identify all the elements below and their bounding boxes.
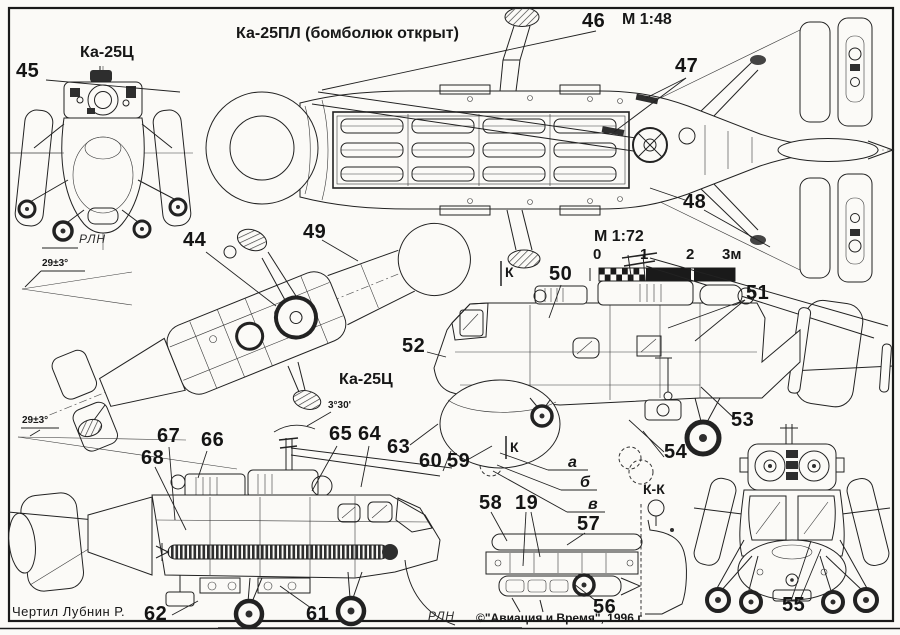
front-view-title: Ка-25Ц — [80, 44, 134, 61]
rln-note-front: РЛН — [79, 232, 107, 246]
ghost-position-a-label: а — [568, 454, 577, 471]
blade-fold-angle-bottom-label: 29±3° — [22, 415, 49, 426]
section-k-lower-label: К — [510, 439, 519, 455]
scale-1-72-label: М 1:72 — [594, 228, 644, 245]
leader-lines — [21, 30, 822, 616]
scale-bar — [589, 267, 736, 282]
ghost-position-b-label: б — [580, 474, 590, 491]
section-kk-drawing — [640, 499, 687, 616]
scale-tick-2: 2 — [686, 246, 695, 263]
rotor-tilt-angle-label: 3°30' — [328, 400, 352, 411]
side-view-drawing — [433, 252, 894, 485]
section-k-upper-label: К — [505, 264, 514, 280]
rear-view-drawing — [693, 424, 891, 614]
inclined-view-drawing — [17, 222, 471, 470]
copyright-line: ©"Авиация и Время", 1996 г. — [476, 611, 645, 625]
plan-view-title: Ка-25ПЛ (бомболюк открыт) — [236, 25, 459, 42]
rln-note-bottom: РЛН — [428, 609, 456, 623]
scale-1-48-label: М 1:48 — [622, 11, 672, 28]
front-view-drawing — [10, 66, 193, 250]
scale-tick-1: 1 — [640, 246, 649, 263]
lower-side-view-drawing — [7, 437, 522, 630]
scale-tick-0: 0 — [593, 246, 602, 263]
plan-view-drawing — [205, 7, 895, 283]
blade-fold-angle-top-label: 29±3° — [42, 258, 69, 269]
side-view-title: Ка-25Ц — [339, 371, 393, 388]
ghost-position-v-label: в — [588, 496, 598, 513]
pylon-detail-drawing — [485, 533, 643, 613]
section-kk-label: К-К — [643, 481, 665, 497]
draftsman-credit: Чертил Лубнин Р. — [12, 604, 126, 619]
scale-tick-3: 3м — [722, 246, 742, 263]
